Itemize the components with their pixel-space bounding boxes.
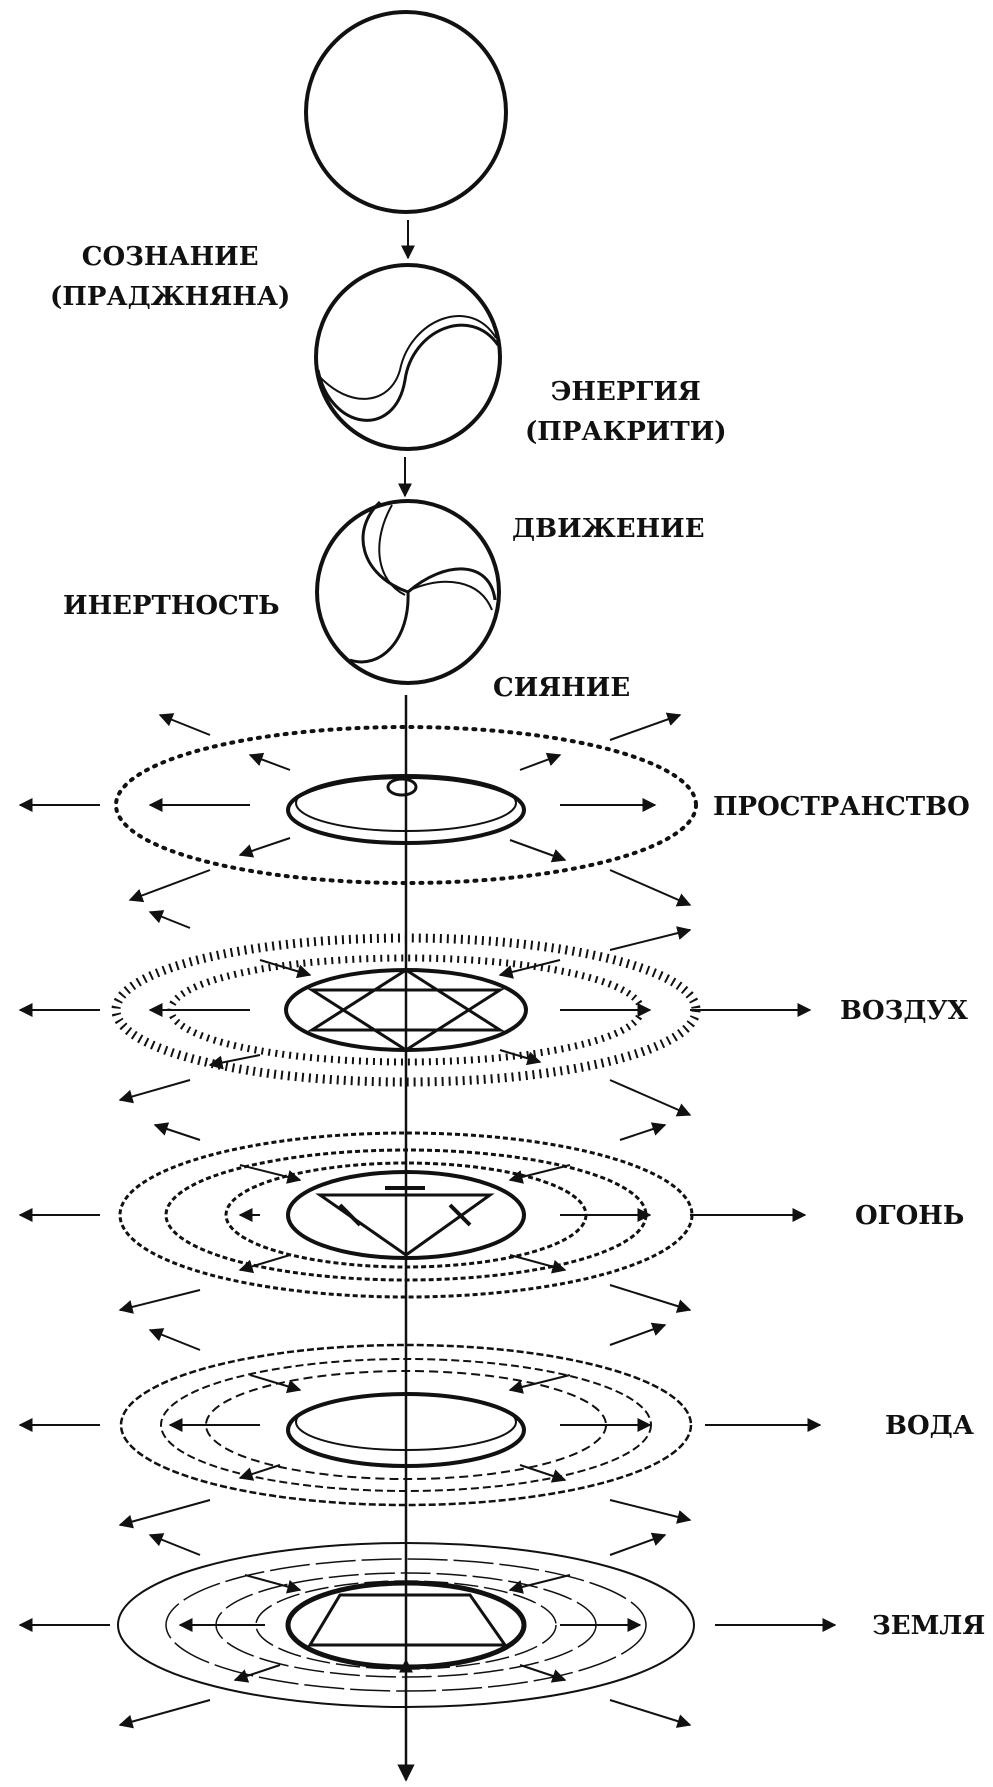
unity-circle bbox=[306, 12, 506, 212]
radiance-label: СИЯНИЕ bbox=[493, 675, 630, 701]
energy-label: ЭНЕРГИЯ (ПРАКРИТИ) bbox=[525, 372, 727, 452]
duality-circle bbox=[316, 265, 500, 449]
space-label: ПРОСТРАНСТВО bbox=[713, 794, 970, 820]
fire-label: ОГОНЬ bbox=[855, 1203, 964, 1229]
inertia-label: ИНЕРТНОСТЬ bbox=[63, 593, 280, 619]
air-label: ВОЗДУХ bbox=[840, 998, 968, 1024]
gunas-circle bbox=[317, 501, 499, 683]
earth-label: ЗЕМЛЯ bbox=[872, 1613, 985, 1639]
water-label: ВОДА bbox=[885, 1413, 974, 1439]
motion-label: ДВИЖЕНИЕ bbox=[512, 516, 705, 542]
consciousness-title: СОЗНАНИЕ bbox=[50, 237, 290, 277]
energy-subtitle: (ПРАКРИТИ) bbox=[525, 412, 727, 452]
energy-title: ЭНЕРГИЯ bbox=[525, 372, 727, 412]
consciousness-subtitle: (ПРАДЖНЯНА) bbox=[50, 277, 290, 317]
consciousness-label: СОЗНАНИЕ (ПРАДЖНЯНА) bbox=[50, 237, 290, 317]
